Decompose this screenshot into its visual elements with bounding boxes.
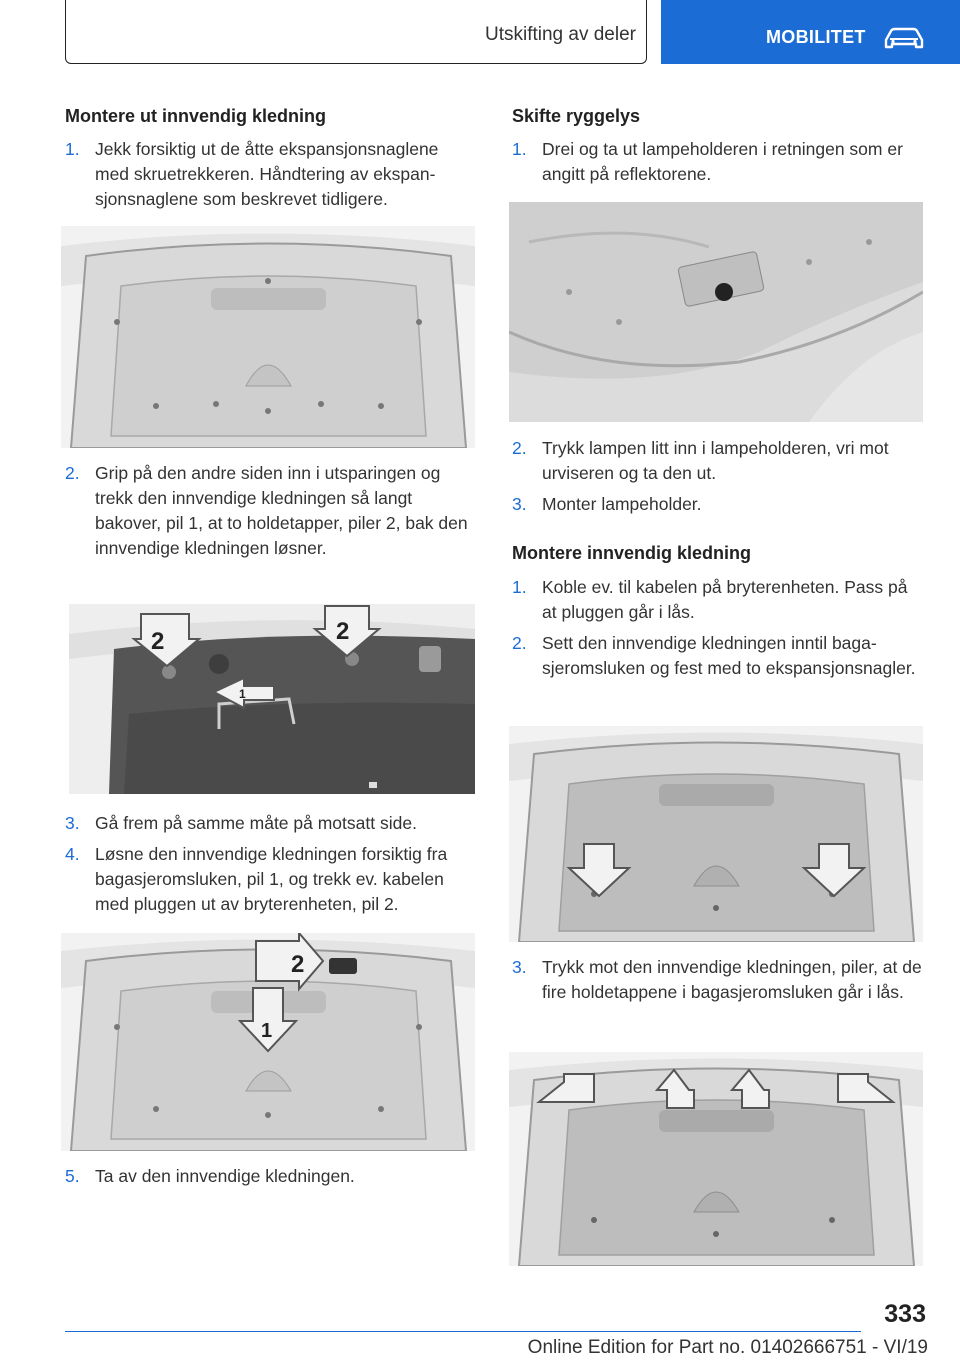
- figure-trim-release: 2 1: [61, 933, 475, 1151]
- step-number: 5.: [65, 1166, 80, 1186]
- step-number: 1.: [65, 139, 80, 159]
- step-text: Løsne den innvendige kledningen forsikti…: [95, 844, 448, 914]
- step-number: 4.: [65, 844, 80, 864]
- figure-label-arrow-2a: 2: [151, 628, 164, 655]
- heading-remove-trim: Montere ut innvendig kledning: [65, 106, 326, 126]
- step-text: Sett den innvendige kledningen inntil ba…: [542, 633, 916, 678]
- step-text: Koble ev. til kabelen på bryterenheten. …: [542, 577, 908, 622]
- header-section-title: Utskifting av deler: [484, 24, 636, 45]
- step-number: 2.: [65, 463, 80, 483]
- page-number: 333: [884, 1300, 926, 1328]
- step-number: 1.: [512, 577, 527, 597]
- left-step-4: 4. Løsne den innvendige kledningen forsi…: [65, 842, 477, 917]
- step-text: Trykk mot den innvendige kledningen, pil…: [542, 957, 922, 1002]
- left-step-3: 3. Gå frem på samme måte på motsatt side…: [65, 811, 477, 836]
- figure-trunk-lid-rivets: [61, 226, 475, 448]
- figure-label-arrow-2b: 2: [336, 618, 349, 645]
- step-text: Jekk forsiktig ut de åtte ekspansjonsnag…: [95, 139, 439, 209]
- right-step-3: 3. Monter lampeholder.: [512, 492, 924, 517]
- header-section-box: [65, 0, 647, 64]
- figure-lamp-holder: [509, 202, 923, 422]
- header-category-label: MOBILITET: [766, 27, 866, 47]
- heading-install-trim: Montere innvendig kledning: [512, 543, 752, 563]
- right-install-step-3: 3. Trykk mot den innvendige kledningen, …: [512, 955, 924, 1005]
- header-category-tab[interactable]: [661, 0, 960, 64]
- footer-divider: [65, 1331, 861, 1332]
- figure-label-arrow-2: 2: [291, 951, 304, 978]
- step-text: Drei og ta ut lampeholderen i retningen …: [542, 139, 903, 184]
- step-number: 2.: [512, 438, 527, 458]
- right-step-2: 2. Trykk lampen litt inn i lampeholderen…: [512, 436, 924, 486]
- figure-trim-side-pull: 2 2 1: [69, 604, 475, 794]
- right-step-1: 1. Drei og ta ut lampeholderen i retning…: [512, 137, 924, 187]
- heading-reverse-light: Skifte ryggelys: [512, 106, 641, 126]
- step-number: 2.: [512, 633, 527, 653]
- footer-edition: Online Edition for Part no. 01402666751 …: [527, 1337, 928, 1358]
- step-number: 3.: [512, 957, 527, 977]
- left-step-2: 2. Grip på den andre siden inn i utspari…: [65, 461, 477, 561]
- step-text: Ta av den innvendige kledningen.: [95, 1166, 355, 1186]
- step-text: Gå frem på samme måte på motsatt side.: [95, 813, 417, 833]
- step-number: 1.: [512, 139, 527, 159]
- step-number: 3.: [512, 494, 527, 514]
- figure-trim-install-arrows: [509, 726, 923, 942]
- figure-label-arrow-1: 1: [261, 1020, 272, 1042]
- left-step-5: 5. Ta av den innvendige kledningen.: [65, 1164, 477, 1189]
- step-number: 3.: [65, 813, 80, 833]
- right-install-step-1: 1. Koble ev. til kabelen på bryterenhete…: [512, 575, 924, 625]
- right-install-step-2: 2. Sett den innvendige kledningen inntil…: [512, 631, 924, 681]
- figure-trim-press-arrows: [509, 1052, 923, 1266]
- step-text: Trykk lampen litt inn i lampeholderen, v…: [542, 438, 889, 483]
- figure-label-arrow-1: 1: [239, 687, 246, 701]
- step-text: Grip på den andre siden inn i utsparinge…: [95, 463, 468, 558]
- step-text: Monter lampeholder.: [542, 494, 702, 514]
- car-icon: [884, 27, 924, 49]
- left-step-1: 1. Jekk forsiktig ut de åtte ekspansjons…: [65, 137, 477, 212]
